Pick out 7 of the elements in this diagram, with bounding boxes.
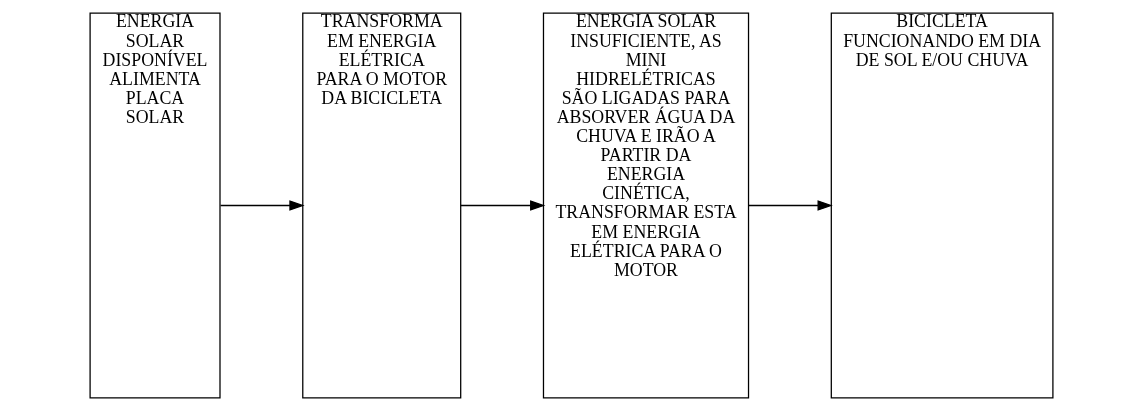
arrow bbox=[747, 200, 833, 211]
node-box: BICICLETA FUNCIONANDO EM DIA DE SOL E/OU CHUVA bbox=[830, 12, 1054, 399]
node-box: TRANSFORMA EM ENERGIA ELÉTRICA PARA O MOTOR DA BICICLETA bbox=[301, 12, 461, 399]
arrow bbox=[219, 200, 305, 211]
arrow bbox=[459, 200, 545, 211]
node-box: ENERGIA SOLAR INSUFICIENTE, AS MINI HIDRELÉTRICAS SÃO LIGADAS PARA ABSORVER ÁGUA DA CHUVA E IRÃO A PARTIR DA ENERGIA CINÉTICA, TRANSFORMAR ESTA EM ENERGIA ELÉTRICA PARA O MOTOR bbox=[542, 12, 749, 399]
node-box: ENERGIA SOLAR DISPONÍVEL ALIMENTA PLACA SOLAR bbox=[88, 12, 221, 399]
